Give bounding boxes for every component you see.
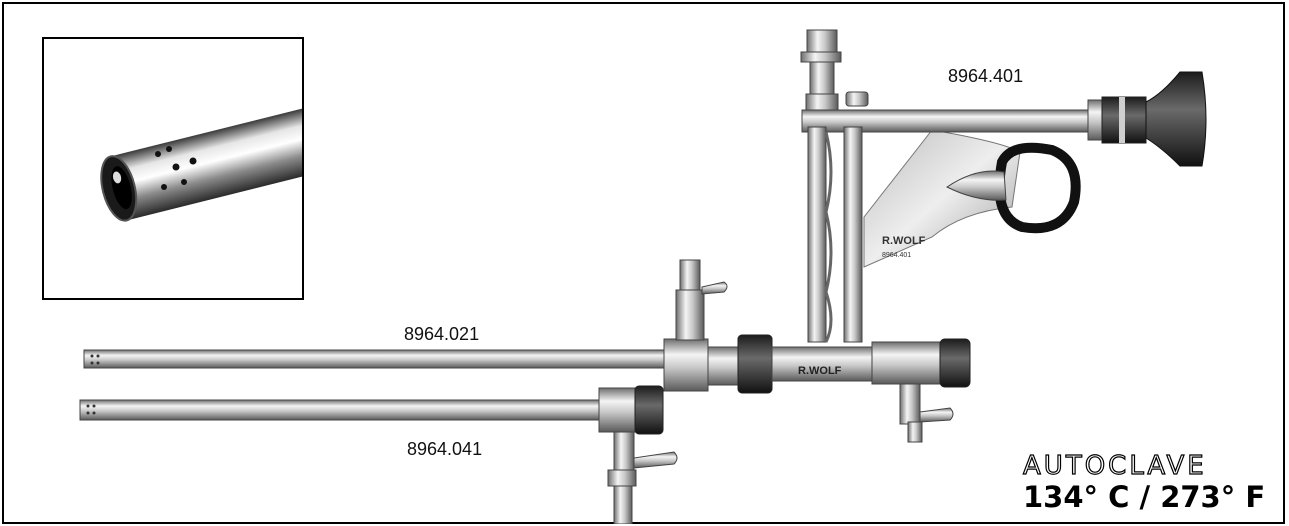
engraving-brand: R.WOLF <box>882 235 926 247</box>
outer-sheath <box>83 259 728 392</box>
inner-sheath-label: 8964.041 <box>407 439 483 459</box>
perforated-tip-closeup <box>100 101 302 222</box>
working-element-body: R.WOLF <box>707 334 971 443</box>
autoclave-temperature: 134° C / 273° F <box>1023 480 1266 514</box>
engraving-code: 8964.401 <box>882 252 911 259</box>
tip-detail-inset <box>42 37 304 300</box>
telescope-label: 8964.401 <box>948 66 1024 86</box>
telescope-assembly: R.WOLF 8964.401 <box>800 29 1207 343</box>
body-engraving-brand: R.WOLF <box>798 365 842 377</box>
autoclave-title: AUTOCLAVE <box>1022 450 1207 481</box>
outer-sheath-label: 8964.021 <box>404 324 480 344</box>
inner-sheath <box>79 385 678 524</box>
